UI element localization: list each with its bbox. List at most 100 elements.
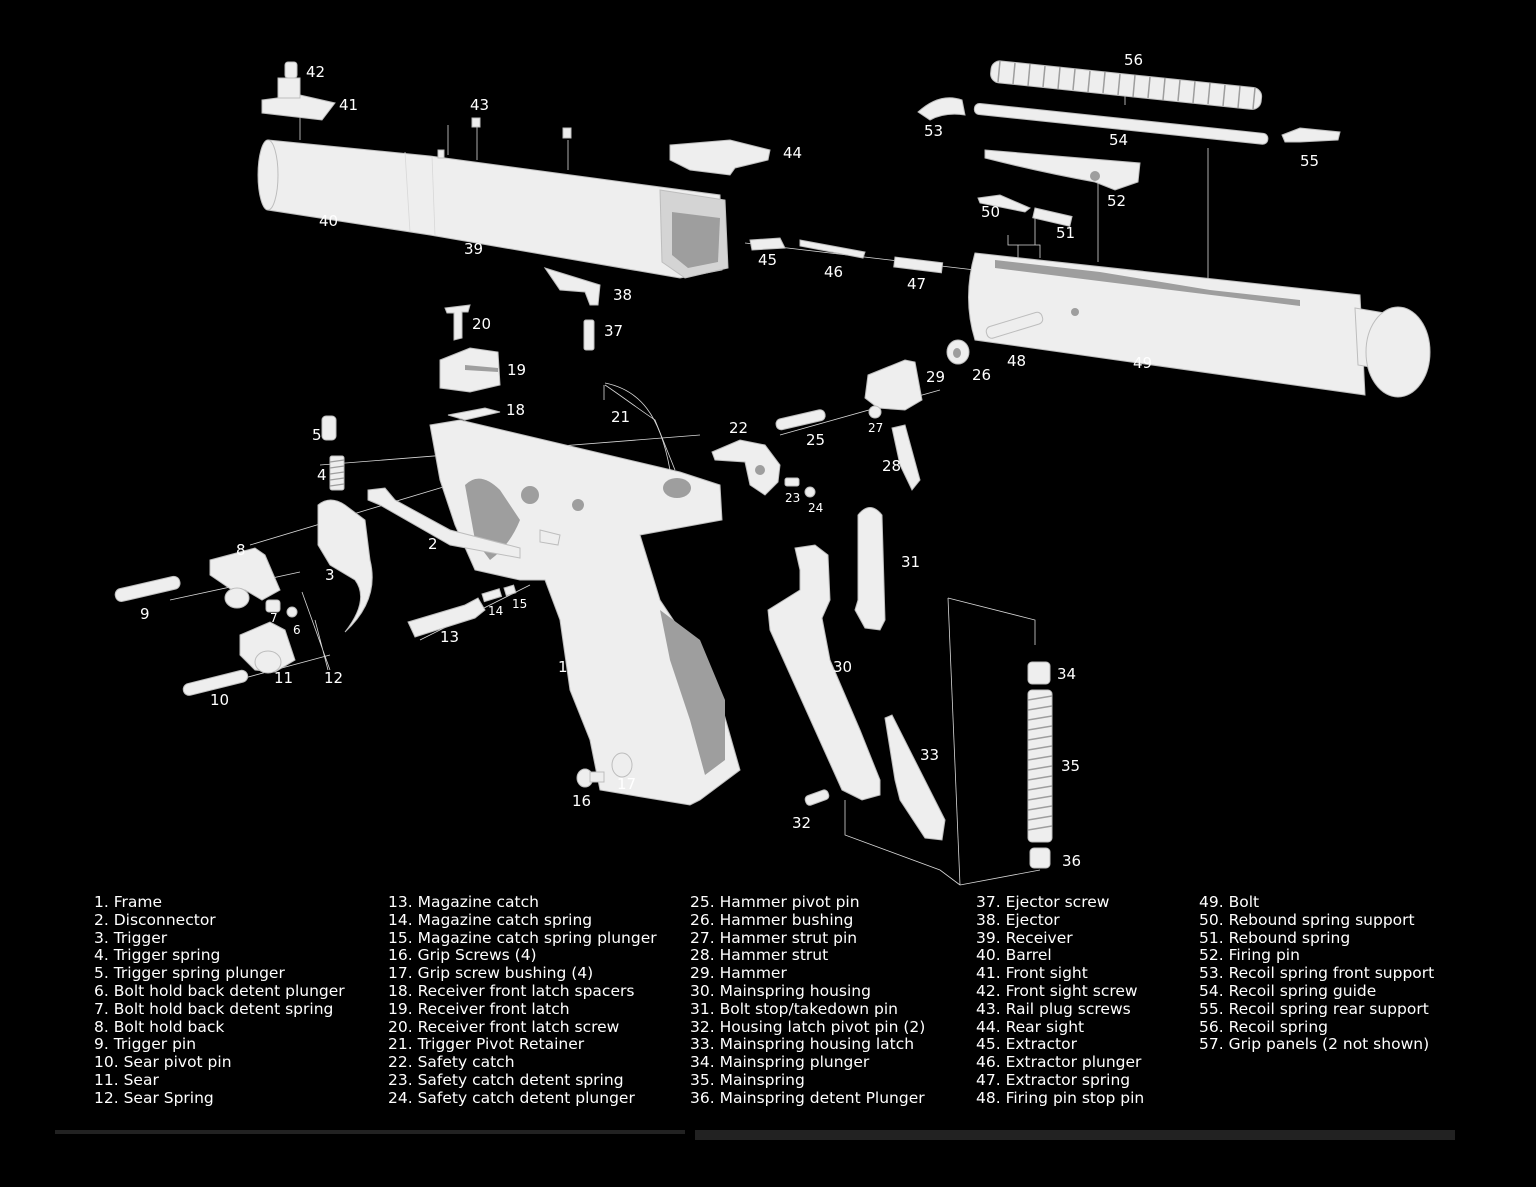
legend-item: 36. Mainspring detent Plunger bbox=[690, 1088, 925, 1107]
legend-item: 7. Bolt hold back detent spring bbox=[94, 999, 334, 1018]
legend-item: 30. Mainspring housing bbox=[690, 981, 871, 1000]
hammer-pivot-pin bbox=[775, 409, 826, 431]
legend-item: 57. Grip panels (2 not shown) bbox=[1199, 1035, 1430, 1054]
mainspring-housing bbox=[767, 544, 881, 801]
legend-item: 42. Front sight screw bbox=[976, 981, 1138, 1000]
sear-pivot-pin bbox=[182, 669, 249, 696]
callout-13: 13 bbox=[440, 628, 459, 646]
callout-56: 56 bbox=[1124, 51, 1143, 69]
disconnector bbox=[367, 487, 521, 559]
callout-36: 36 bbox=[1062, 852, 1081, 870]
mainspring-stack bbox=[1027, 661, 1053, 869]
legend-item: 31. Bolt stop/takedown pin bbox=[690, 999, 898, 1018]
ejector-parts bbox=[543, 267, 601, 351]
callout-46: 46 bbox=[824, 263, 843, 281]
callout-7: 7 bbox=[270, 611, 278, 625]
legend-item: 44. Rear sight bbox=[976, 1017, 1085, 1036]
legend-item: 12. Sear Spring bbox=[94, 1088, 214, 1107]
callout-32: 32 bbox=[792, 814, 811, 832]
callout-19: 19 bbox=[507, 361, 526, 379]
legend-item: 28. Hammer strut bbox=[690, 946, 829, 965]
magazine-catch-parts bbox=[407, 584, 517, 638]
legend-item: 13. Magazine catch bbox=[388, 893, 539, 911]
callout-35: 35 bbox=[1061, 757, 1080, 775]
legend-item: 40. Barrel bbox=[976, 946, 1052, 965]
legend-item: 4. Trigger spring bbox=[94, 946, 221, 965]
callout-41: 41 bbox=[339, 96, 358, 114]
legend-item: 55. Recoil spring rear support bbox=[1199, 999, 1429, 1018]
extractor-parts bbox=[749, 237, 944, 274]
callout-11: 11 bbox=[274, 669, 293, 687]
legend-item: 54. Recoil spring guide bbox=[1199, 981, 1377, 1000]
legend-item: 45. Extractor bbox=[976, 1035, 1077, 1054]
callout-30: 30 bbox=[833, 658, 852, 676]
callout-10: 10 bbox=[210, 691, 229, 709]
callout-17: 17 bbox=[617, 775, 636, 793]
legend-item: 5. Trigger spring plunger bbox=[94, 964, 285, 983]
callout-55: 55 bbox=[1300, 152, 1319, 170]
legend-item: 27. Hammer strut pin bbox=[690, 928, 858, 947]
legend-item: 52. Firing pin bbox=[1199, 946, 1300, 965]
firing-pin-stop-pin bbox=[985, 311, 1044, 339]
mainspring-housing-latch bbox=[884, 714, 946, 841]
legend-item: 17. Grip screw bushing (4) bbox=[388, 964, 594, 983]
legend-item: 41. Front sight bbox=[976, 964, 1088, 983]
legend-item: 15. Magazine catch spring plunger bbox=[388, 928, 657, 947]
callout-22: 22 bbox=[729, 419, 748, 437]
legend-item: 29. Hammer bbox=[690, 964, 787, 983]
legend-item: 43. Rail plug screws bbox=[976, 999, 1131, 1018]
legend-item: 38. Ejector bbox=[976, 910, 1060, 929]
callout-28: 28 bbox=[882, 457, 901, 475]
bottom-divider-left bbox=[55, 1130, 685, 1134]
front-sight-parts bbox=[261, 61, 336, 121]
callout-1: 1 bbox=[558, 658, 568, 676]
trigger-pin bbox=[114, 575, 181, 602]
legend-item: 19. Receiver front latch bbox=[388, 999, 570, 1018]
callout-54: 54 bbox=[1109, 131, 1128, 149]
callout-40: 40 bbox=[319, 212, 338, 230]
callout-14: 14 bbox=[488, 604, 503, 618]
callout-38: 38 bbox=[613, 286, 632, 304]
bolt-stop-takedown-pin bbox=[854, 507, 886, 631]
legend-item: 14. Magazine catch spring bbox=[388, 910, 593, 929]
trigger-pivot-retainer bbox=[604, 382, 671, 471]
bolt-hold-back bbox=[209, 547, 281, 601]
callout-5: 5 bbox=[312, 426, 322, 444]
callout-3: 3 bbox=[325, 566, 335, 584]
housing-latch-pivot-pin bbox=[804, 789, 830, 806]
callout-24: 24 bbox=[808, 501, 823, 515]
callout-51: 51 bbox=[1056, 224, 1075, 242]
callout-18: 18 bbox=[506, 401, 525, 419]
hammer-parts bbox=[864, 339, 970, 491]
legend-item: 47. Extractor spring bbox=[976, 1070, 1131, 1089]
callout-6: 6 bbox=[293, 623, 301, 637]
legend-item: 18. Receiver front latch spacers bbox=[388, 981, 635, 1000]
legend-item: 9. Trigger pin bbox=[94, 1035, 197, 1054]
receiver-latch-parts bbox=[439, 304, 501, 421]
callout-9: 9 bbox=[140, 605, 150, 623]
trigger-spring-parts bbox=[321, 415, 345, 491]
legend-item: 24. Safety catch detent plunger bbox=[388, 1088, 635, 1107]
legend-item: 21. Trigger Pivot Retainer bbox=[388, 1035, 585, 1054]
callout-39: 39 bbox=[464, 240, 483, 258]
legend-item: 35. Mainspring bbox=[690, 1070, 805, 1089]
legend-item: 2. Disconnector bbox=[94, 910, 216, 929]
barrel-and-receiver bbox=[257, 117, 729, 279]
callout-4: 4 bbox=[317, 466, 327, 484]
callout-25: 25 bbox=[806, 431, 825, 449]
legend-item: 50. Rebound spring support bbox=[1199, 910, 1415, 929]
legend-item: 6. Bolt hold back detent plunger bbox=[94, 981, 345, 1000]
callout-29: 29 bbox=[926, 368, 945, 386]
callout-31: 31 bbox=[901, 553, 920, 571]
callout-26: 26 bbox=[972, 366, 991, 384]
legend-item: 34. Mainspring plunger bbox=[690, 1053, 870, 1072]
rear-sight bbox=[669, 139, 771, 176]
legend-item: 39. Receiver bbox=[976, 928, 1073, 947]
callout-2: 2 bbox=[428, 535, 438, 553]
callout-8: 8 bbox=[236, 541, 246, 559]
callout-numbers: 1 2 3 4 5 6 7 8 9 10 11 12 13 14 15 16 1… bbox=[140, 51, 1319, 870]
legend-item: 22. Safety catch bbox=[388, 1053, 515, 1072]
